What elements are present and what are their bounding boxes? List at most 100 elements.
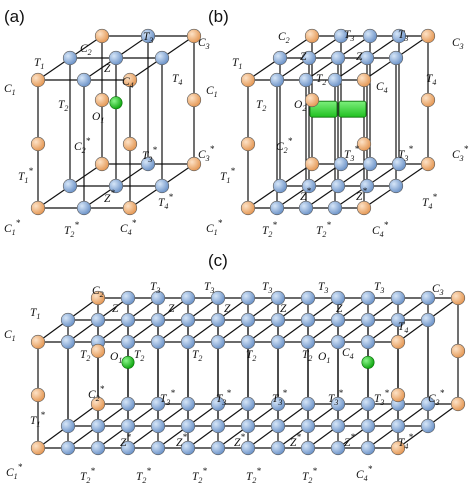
atom-label: Z*: [344, 432, 355, 449]
atom-label: T3: [150, 281, 160, 295]
atom-label: T2: [58, 99, 68, 113]
corner-atom: [186, 156, 202, 172]
atom-label: C1*: [206, 218, 223, 237]
edge-atom: [150, 396, 166, 412]
edge-atom: [120, 418, 136, 434]
corner-atom: [420, 28, 436, 44]
atom-label: T2: [192, 349, 202, 363]
atom-label: C4*: [120, 218, 137, 237]
atom-label: C2: [92, 285, 104, 299]
edge-atom: [90, 312, 106, 328]
atom-label: Z: [336, 303, 343, 315]
corner-atom: [186, 28, 202, 44]
edge-atom: [330, 440, 346, 456]
edge-atom: [210, 418, 226, 434]
edge-atom: [269, 72, 285, 88]
edge-atom: [391, 28, 407, 44]
edge-atom: [420, 312, 436, 328]
atom-label: T1*: [30, 410, 45, 429]
atom-label: T3*: [344, 144, 359, 163]
atom-label: O1: [318, 351, 330, 365]
edge-atom: [154, 50, 170, 66]
corner-atom: [390, 334, 406, 350]
corner-atom: [240, 136, 256, 152]
atom-label: O1: [110, 351, 122, 365]
atom-label: Z: [112, 303, 119, 315]
atom-label: T4*: [422, 192, 437, 211]
atom-label: T2: [80, 349, 90, 363]
atom-label: T3: [344, 29, 354, 43]
edge-atom: [154, 178, 170, 194]
edge-atom: [210, 440, 226, 456]
edge-atom: [391, 156, 407, 172]
corner-atom: [90, 290, 106, 306]
atom-label: C1: [4, 329, 16, 343]
edge-atom: [180, 312, 196, 328]
edge-atom: [300, 440, 316, 456]
atom-label: T4: [398, 321, 408, 335]
edge-atom: [180, 440, 196, 456]
atom-label: T1*: [18, 166, 33, 185]
corner-atom: [122, 136, 138, 152]
edge-atom: [90, 418, 106, 434]
edge-atom: [359, 50, 375, 66]
edge-atom: [390, 312, 406, 328]
atom-label: T4: [426, 73, 436, 87]
corner-atom: [94, 92, 110, 108]
atom-label: T2*: [136, 466, 151, 485]
edge-atom: [120, 312, 136, 328]
edge-atom: [240, 440, 256, 456]
corner-atom: [90, 343, 106, 359]
interstitial-atom: [121, 355, 135, 369]
edge-atom: [362, 28, 378, 44]
atom-label: Z: [168, 303, 175, 315]
corner-atom: [186, 92, 202, 108]
edge-atom: [210, 312, 226, 328]
atom-label: C1: [4, 83, 16, 97]
edge-atom: [180, 396, 196, 412]
edge-atom: [330, 334, 346, 350]
edge-atom: [300, 418, 316, 434]
edge-atom: [360, 290, 376, 306]
atom-label: T2*: [80, 466, 95, 485]
corner-atom: [240, 72, 256, 88]
panel-label-c: (c): [208, 251, 228, 270]
edge-atom: [360, 334, 376, 350]
atom-label: Z: [104, 63, 111, 75]
corner-atom: [122, 200, 138, 216]
atom-label: T2: [302, 349, 312, 363]
atom-label: C2: [278, 31, 290, 45]
atom-label: C4: [342, 347, 354, 361]
atom-label: Z: [356, 51, 363, 63]
corner-atom: [420, 92, 436, 108]
atom-label: T2: [246, 349, 256, 363]
atom-label: Z*: [234, 432, 245, 449]
atom-label: T1: [30, 307, 40, 321]
edge-atom: [240, 290, 256, 306]
edge-atom: [301, 178, 317, 194]
edge-atom: [270, 290, 286, 306]
edge-atom: [301, 50, 317, 66]
corner-atom: [30, 72, 46, 88]
atom-label: C2*: [88, 384, 105, 403]
corner-atom: [450, 343, 466, 359]
dimer-bar: [338, 100, 367, 118]
atom-label: T3: [143, 31, 153, 45]
edge-atom: [327, 72, 343, 88]
panel-label-b: (b): [208, 7, 229, 26]
edge-atom: [390, 418, 406, 434]
edge-atom: [108, 50, 124, 66]
atom-label: T3*: [398, 144, 413, 163]
atom-label: T2: [134, 349, 144, 363]
corner-atom: [30, 136, 46, 152]
corner-atom: [356, 136, 372, 152]
atom-label: C3: [432, 283, 444, 297]
edge-atom: [120, 396, 136, 412]
edge-atom: [330, 418, 346, 434]
edge-atom: [269, 200, 285, 216]
edge-atom: [360, 312, 376, 328]
edge-atom: [210, 396, 226, 412]
edge-atom: [140, 156, 156, 172]
edge-atom: [300, 396, 316, 412]
atom-label: C3*: [452, 144, 469, 163]
